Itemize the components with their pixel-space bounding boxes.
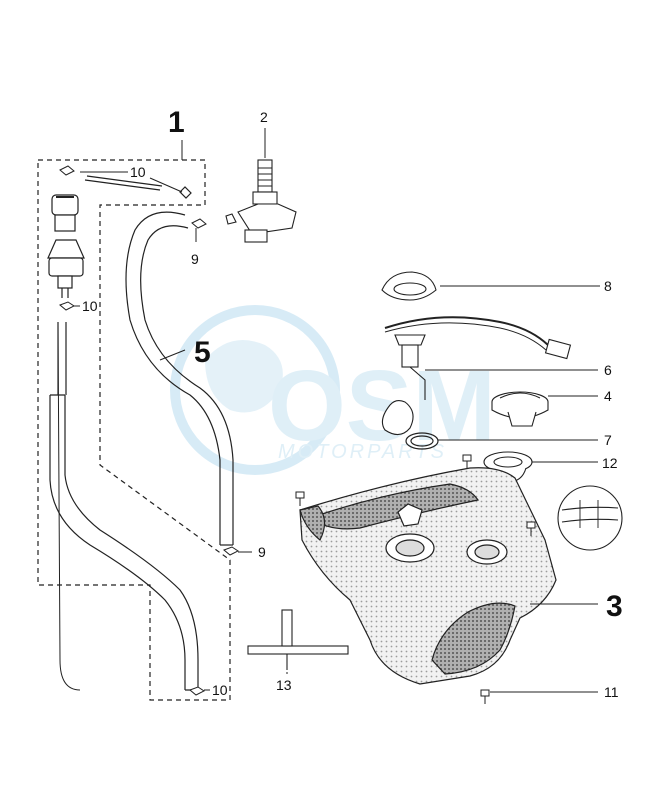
screw-icon bbox=[526, 521, 536, 536]
detail-inset bbox=[557, 485, 623, 551]
callout-4: 4 bbox=[604, 388, 612, 404]
callout-2: 2 bbox=[260, 109, 268, 125]
callout-13: 13 bbox=[276, 677, 292, 693]
callout-10-mid: 10 bbox=[82, 298, 98, 314]
callout-9-bottom: 9 bbox=[258, 544, 266, 560]
group-outline-1 bbox=[37, 159, 231, 701]
part-5-fuel-hose bbox=[125, 211, 234, 546]
callout-9-top: 9 bbox=[191, 251, 199, 267]
screw-icon bbox=[295, 491, 305, 506]
part-13-t-connector bbox=[247, 609, 349, 670]
part-7-o-ring bbox=[405, 432, 439, 450]
callout-6: 6 bbox=[604, 362, 612, 378]
callout-11: 11 bbox=[604, 684, 619, 700]
part-8-gasket bbox=[381, 271, 437, 301]
callout-5: 5 bbox=[194, 336, 211, 369]
callout-7: 7 bbox=[604, 432, 612, 448]
callout-3: 3 bbox=[606, 590, 623, 623]
watermark-globe-icon bbox=[170, 305, 340, 475]
clamp-icon bbox=[59, 301, 75, 311]
callout-1: 1 bbox=[168, 106, 185, 139]
callout-10-bottom: 10 bbox=[212, 682, 228, 698]
part-2-fuel-valve bbox=[225, 159, 297, 243]
watermark: OSM MOTORPARTS bbox=[170, 305, 496, 475]
clamp-icon bbox=[191, 218, 207, 229]
screw-icon bbox=[462, 454, 472, 469]
part-3-fuel-tank bbox=[299, 467, 557, 685]
watermark-tagline: MOTORPARTS bbox=[278, 441, 447, 463]
part-6-fuel-sender bbox=[381, 316, 572, 436]
screws bbox=[59, 165, 536, 704]
callouts: 1 2 10 9 10 5 8 6 4 7 12 9 3 13 10 11 bbox=[82, 106, 623, 700]
leader-lines bbox=[73, 128, 600, 693]
clamp-icon bbox=[189, 686, 205, 696]
clamp-icon bbox=[59, 165, 75, 176]
callout-8: 8 bbox=[604, 278, 612, 294]
callout-10-top: 10 bbox=[130, 164, 146, 180]
watermark-brand: OSM bbox=[268, 350, 496, 462]
screw-icon bbox=[480, 689, 490, 704]
clamp-icon bbox=[223, 546, 239, 556]
part-1-fuel-filter-line bbox=[47, 175, 199, 691]
callout-12: 12 bbox=[602, 455, 618, 471]
part-4-fuel-cap bbox=[491, 391, 549, 427]
